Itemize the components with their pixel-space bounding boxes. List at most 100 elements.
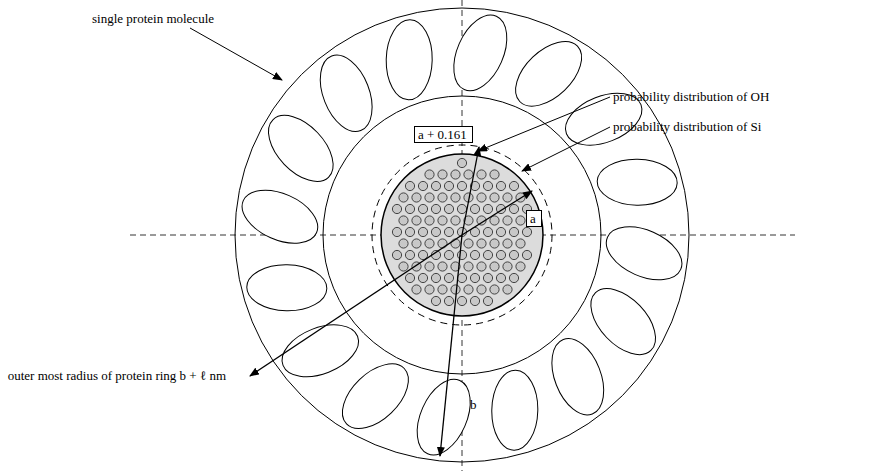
radius-arrow	[440, 235, 462, 456]
silicon-dot	[438, 216, 447, 225]
silicon-dot	[470, 204, 479, 213]
silicon-dot	[503, 216, 512, 225]
silicon-dot	[451, 170, 460, 179]
silicon-dot	[483, 296, 492, 305]
silicon-dot	[490, 239, 499, 248]
protein-molecule	[246, 264, 327, 312]
silicon-dot	[451, 239, 460, 248]
silicon-dot	[509, 204, 518, 213]
silicon-dot	[509, 273, 518, 282]
radius-arrow	[250, 235, 462, 376]
silicon-dot	[451, 285, 460, 294]
silicon-dot	[496, 227, 505, 236]
callout-text: probability distribution of Si	[613, 119, 761, 135]
silicon-dot	[444, 181, 453, 190]
silicon-dot	[444, 204, 453, 213]
silicon-dot	[464, 170, 473, 179]
silicon-dot	[405, 181, 414, 190]
label-box: a + 0.161	[414, 126, 473, 143]
silicon-dot	[457, 296, 466, 305]
silicon-dot	[503, 262, 512, 271]
silicon-dot	[496, 181, 505, 190]
protein-molecule	[598, 216, 690, 290]
silicon-dot	[470, 296, 479, 305]
silicon-dot	[425, 285, 434, 294]
silicon-dot	[483, 273, 492, 282]
label-box: a	[526, 210, 542, 227]
protein-molecule	[504, 30, 594, 119]
silicon-dot	[477, 170, 486, 179]
silicon-dot	[457, 204, 466, 213]
silicon-dot	[490, 170, 499, 179]
silicon-dot	[444, 227, 453, 236]
silicon-dot	[425, 216, 434, 225]
silicon-dot	[483, 227, 492, 236]
silicon-dot	[438, 285, 447, 294]
silicon-dot	[431, 181, 440, 190]
protein-molecule	[579, 277, 668, 367]
callout-text: probability distribution of OH	[613, 89, 769, 105]
protein-molecule	[257, 104, 346, 194]
silicon-dot	[418, 181, 427, 190]
silicon-dot	[425, 193, 434, 202]
leader-line	[522, 127, 610, 171]
silicon-dot	[418, 273, 427, 282]
callout-text: single protein molecule	[92, 11, 214, 27]
silicon-dot	[457, 158, 466, 167]
silicon-dot	[444, 273, 453, 282]
silicon-dot	[490, 285, 499, 294]
silicon-dot	[405, 250, 414, 259]
silicon-dot	[490, 262, 499, 271]
silicon-dot	[412, 239, 421, 248]
silicon-dot	[451, 193, 460, 202]
silicon-dot	[457, 273, 466, 282]
protein-molecule	[597, 158, 678, 206]
silicon-dot	[418, 204, 427, 213]
silicon-dot	[464, 239, 473, 248]
silicon-dot	[457, 181, 466, 190]
silicon-dot	[470, 273, 479, 282]
silicon-dot	[438, 262, 447, 271]
silicon-dot	[412, 216, 421, 225]
silicon-dot	[516, 262, 525, 271]
silicon-dot	[392, 250, 401, 259]
silicon-dot	[483, 204, 492, 213]
silicon-dot	[509, 250, 518, 259]
silicon-dot	[477, 193, 486, 202]
silicon-dot	[399, 216, 408, 225]
protein-molecule	[310, 48, 382, 139]
silicon-dot	[431, 273, 440, 282]
silicon-dot	[516, 239, 525, 248]
callout-text: outer most radius of protein ring b + ℓ …	[4, 368, 226, 384]
silicon-dot	[503, 285, 512, 294]
silicon-dot	[451, 216, 460, 225]
silicon-dot	[425, 239, 434, 248]
silicon-dot	[392, 204, 401, 213]
dimension-text: a	[530, 211, 536, 226]
dimension-text: b	[470, 397, 477, 413]
silicon-dot	[399, 239, 408, 248]
silicon-dot	[516, 216, 525, 225]
silicon-dot	[490, 193, 499, 202]
silicon-dot	[464, 262, 473, 271]
silicon-dot	[405, 273, 414, 282]
silicon-dot	[503, 193, 512, 202]
silicon-dot	[418, 227, 427, 236]
silicon-dot	[405, 204, 414, 213]
silicon-dot	[477, 239, 486, 248]
silicon-dot	[399, 262, 408, 271]
silicon-dot	[444, 250, 453, 259]
silicon-dot	[509, 227, 518, 236]
silicon-dot	[412, 285, 421, 294]
silicon-dot	[470, 250, 479, 259]
silicon-dot	[425, 262, 434, 271]
outer-ring-circle	[235, 8, 689, 462]
protein-molecule	[385, 19, 433, 100]
silicon-dot	[438, 193, 447, 202]
silicon-dot	[457, 250, 466, 259]
silicon-dot	[438, 170, 447, 179]
silicon-dot	[496, 250, 505, 259]
dimension-text: a + 0.161	[418, 127, 467, 142]
protein-molecule	[443, 7, 517, 99]
